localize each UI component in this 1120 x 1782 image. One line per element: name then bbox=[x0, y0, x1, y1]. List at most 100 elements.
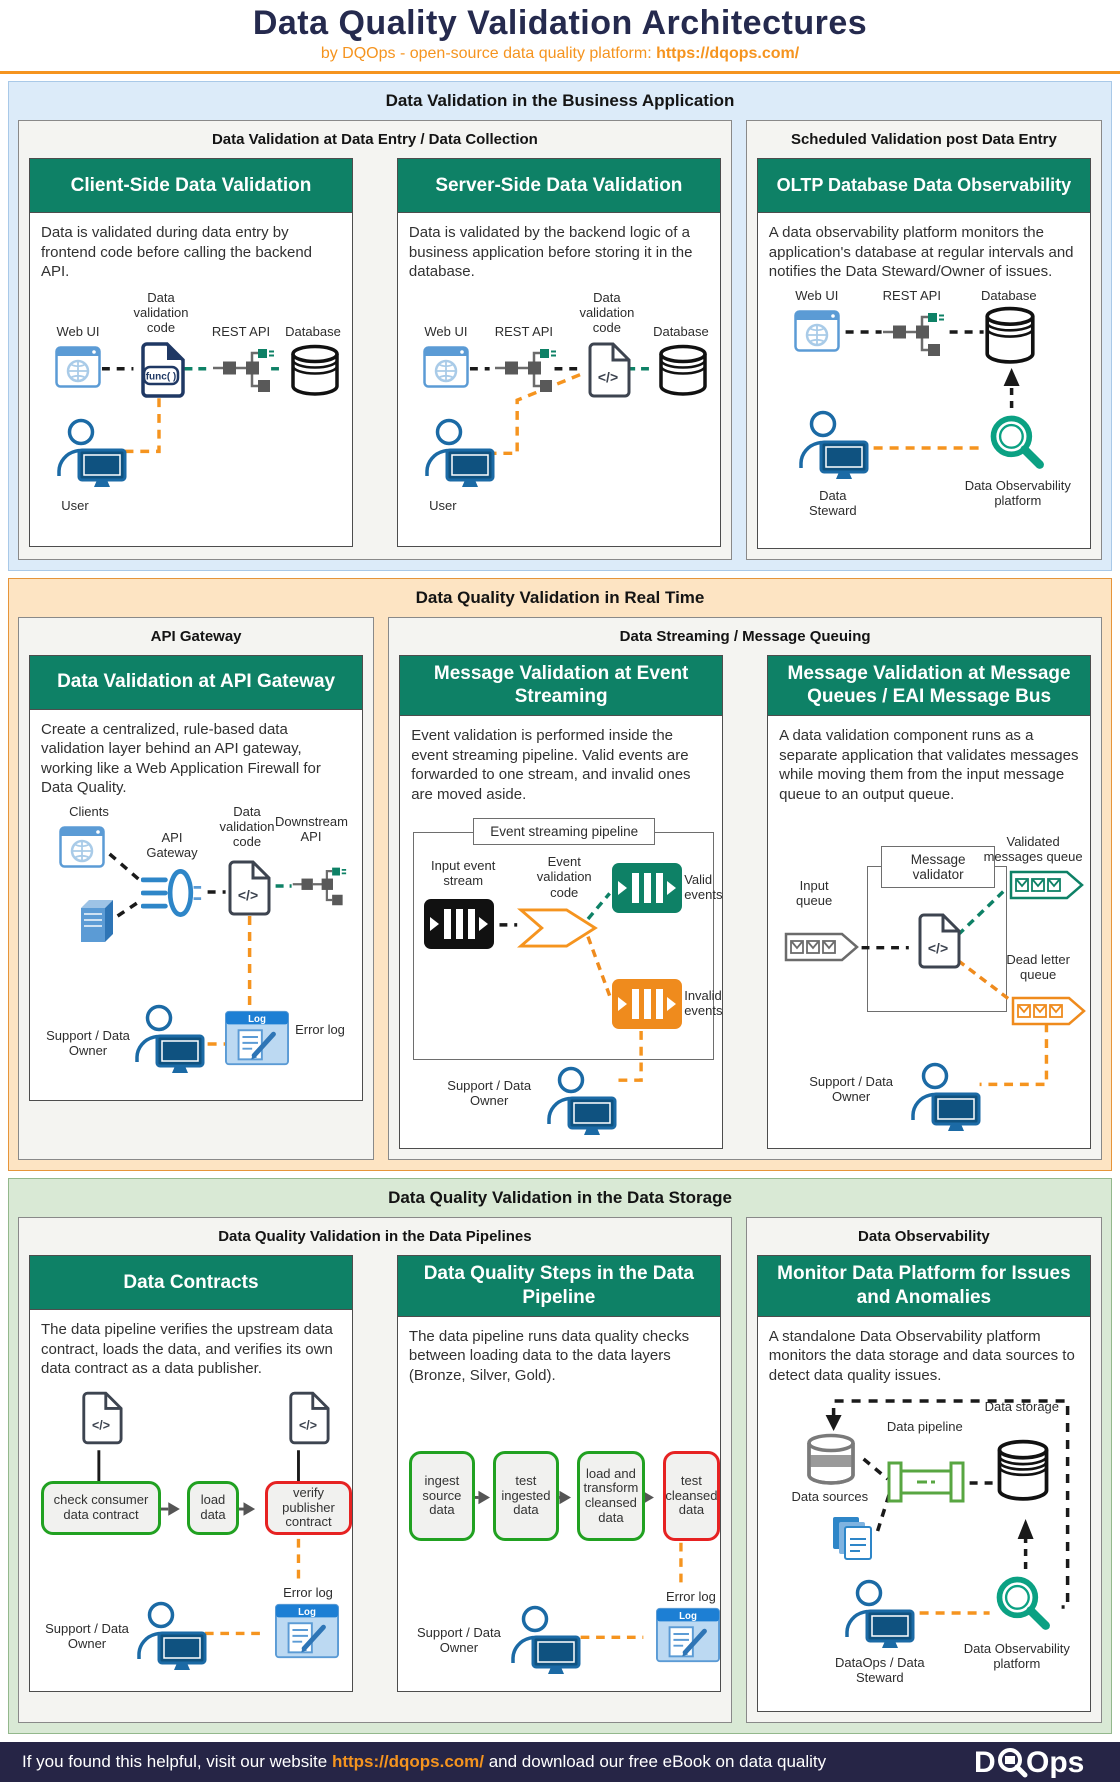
input-stream-icon bbox=[424, 899, 495, 949]
user-label: User bbox=[429, 497, 457, 513]
database-icon bbox=[659, 344, 707, 396]
invalid-events-icon bbox=[612, 979, 683, 1029]
func-code-file-icon: func( ) bbox=[141, 341, 185, 398]
support-owner-label: Support / Data Owner bbox=[809, 1074, 894, 1105]
panel-data-pipelines-title: Data Quality Validation in the Data Pipe… bbox=[218, 1228, 532, 1245]
code-glyph: </> bbox=[299, 1418, 317, 1432]
data-steward-icon bbox=[799, 410, 869, 479]
section-real-time: Data Quality Validation in Real Time API… bbox=[8, 577, 1112, 1171]
step-ingest-source-data: ingest source data bbox=[408, 1451, 475, 1541]
card-monitor-platform-title: Monitor Data Platform for Issues and Ano… bbox=[757, 1256, 1090, 1317]
card-data-contracts-title: Data Contracts bbox=[30, 1256, 352, 1310]
pipeline-icon bbox=[887, 1461, 965, 1503]
database-label: Database bbox=[285, 323, 341, 339]
rest-api-label: REST API bbox=[494, 323, 554, 339]
step-test-ingested-data: test ingested data bbox=[492, 1451, 559, 1541]
data-pipeline-label: Data pipeline bbox=[886, 1419, 963, 1434]
browser-icon bbox=[423, 345, 469, 388]
card-monitor-platform-desc: A standalone Data Observability platform… bbox=[768, 1327, 1075, 1384]
footer-text: If you found this helpful, visit our web… bbox=[22, 1752, 826, 1772]
step-test-cleansed-data: test cleansed data bbox=[662, 1451, 720, 1541]
log-label: Log bbox=[248, 1014, 266, 1025]
card-server-side-desc: Data is validated by the backend logic o… bbox=[408, 224, 693, 280]
input-queue-icon bbox=[784, 932, 860, 962]
code-glyph: </> bbox=[238, 887, 258, 903]
card-monitor-platform: Monitor Data Platform for Issues and Ano… bbox=[756, 1255, 1091, 1712]
valid-events-icon bbox=[612, 863, 683, 913]
support-owner-label: Support / Data Owner bbox=[416, 1625, 501, 1656]
data-steward-label: Data Steward bbox=[808, 487, 857, 518]
client-side-diagram: Web UI Data validation code REST API Dat… bbox=[41, 288, 341, 538]
panel-scheduled-validation: Scheduled Validation post Data Entry OLT… bbox=[745, 120, 1102, 560]
documents-icon bbox=[832, 1517, 872, 1560]
dead-letter-label: Dead letter queue bbox=[1006, 952, 1070, 983]
observability-platform-label: Data Observability platform bbox=[963, 1641, 1070, 1672]
data-sources-label: Data sources bbox=[791, 1489, 869, 1504]
magnifier-icon bbox=[990, 415, 1044, 469]
rest-api-label: REST API bbox=[882, 287, 941, 303]
panel-data-streaming-title: Data Streaming / Message Queuing bbox=[619, 627, 871, 645]
input-queue-label: Input queue bbox=[796, 878, 833, 909]
event-validation-code-label: Event validation code bbox=[536, 854, 592, 900]
database-icon bbox=[291, 344, 339, 396]
downstream-api-label: Downstream API bbox=[275, 813, 348, 844]
user-icon bbox=[137, 1601, 207, 1670]
code-file-icon: </> bbox=[588, 342, 631, 397]
card-message-queues-desc: A data validation component runs as a se… bbox=[779, 727, 1079, 803]
error-log-icon: Log bbox=[225, 1010, 289, 1065]
card-data-contracts-desc: The data pipeline verifies the upstream … bbox=[41, 1321, 333, 1377]
subtitle-prefix: by DQOps - open-source data quality plat… bbox=[320, 45, 657, 62]
section-realtime-title: Data Quality Validation in Real Time bbox=[415, 587, 705, 607]
card-event-streaming-desc: Event validation is performed inside the… bbox=[411, 727, 691, 803]
card-dq-steps: Data Quality Steps in the Data Pipeline … bbox=[396, 1255, 721, 1692]
card-message-queues: Message Validation at Message Queues / E… bbox=[767, 654, 1092, 1149]
user-icon bbox=[911, 1062, 981, 1131]
card-oltp-desc: A data observability platform monitors t… bbox=[768, 224, 1074, 280]
card-oltp-observability: OLTP Database Data Observability A data … bbox=[756, 158, 1091, 549]
validation-code-label: Data validation code bbox=[219, 803, 275, 850]
validation-code-label: Data validation code bbox=[579, 289, 635, 336]
gateway-icon bbox=[141, 868, 202, 917]
message-queues-diagram: Message validator Input queue bbox=[779, 834, 1087, 1140]
data-sources-db-icon bbox=[807, 1433, 855, 1485]
contract-file-icon: </> bbox=[289, 1391, 330, 1445]
data-storage-db-icon bbox=[997, 1439, 1049, 1501]
card-message-queues-title: Message Validation at Message Queues / E… bbox=[768, 655, 1091, 716]
support-owner-label: Support / Data Owner bbox=[45, 1621, 129, 1652]
observability-platform-label: Data Observability platform bbox=[964, 477, 1071, 508]
step-load-transform-cleansed: load and transform cleansed data bbox=[576, 1451, 645, 1541]
footer-link[interactable]: https://dqops.com/ bbox=[331, 1752, 484, 1771]
rest-api-icon bbox=[882, 312, 944, 356]
card-oltp-title: OLTP Database Data Observability bbox=[757, 159, 1090, 213]
dataops-steward-label: DataOps / Data Steward bbox=[834, 1655, 925, 1686]
footer-bar: If you found this helpful, visit our web… bbox=[0, 1742, 1120, 1782]
card-api-gateway-desc: Create a centralized, rule-based data va… bbox=[41, 720, 321, 797]
dqops-logo: D Ops bbox=[974, 1746, 1084, 1778]
card-client-side-desc: Data is validated during data entry by f… bbox=[41, 224, 313, 280]
event-streaming-diagram: Event streaming pipeline Input event str… bbox=[411, 810, 723, 1140]
dead-letter-queue-icon bbox=[1011, 996, 1087, 1026]
dq-steps-diagram: ingest source data test ingested data lo… bbox=[408, 1391, 720, 1683]
log-label: Log bbox=[298, 1607, 316, 1618]
data-storage-label: Data storage bbox=[984, 1399, 1060, 1414]
logo-ops: Ops bbox=[1026, 1746, 1084, 1778]
event-streaming-wires bbox=[499, 892, 644, 1082]
rest-api-icon bbox=[292, 867, 347, 905]
code-glyph: </> bbox=[928, 940, 948, 956]
page-title: Data Quality Validation Architectures bbox=[252, 4, 868, 42]
card-event-streaming-title: Message Validation at Event Streaming bbox=[400, 655, 723, 716]
subtitle-link[interactable]: https://dqops.com/ bbox=[656, 45, 800, 62]
error-log-icon: Log bbox=[655, 1607, 720, 1663]
clients-label: Clients bbox=[69, 803, 109, 819]
oltp-wires bbox=[845, 329, 1020, 450]
card-dq-steps-title: Data Quality Steps in the Data Pipeline bbox=[397, 1256, 720, 1317]
code-file-icon: </> bbox=[228, 860, 271, 915]
card-server-side-title: Server-Side Data Validation bbox=[397, 159, 720, 213]
error-log-label: Error log bbox=[283, 1585, 333, 1600]
page-subtitle: by DQOps - open-source data quality plat… bbox=[0, 45, 1120, 63]
card-api-gateway-title: Data Validation at API Gateway bbox=[30, 655, 363, 710]
browser-icon bbox=[59, 825, 105, 868]
card-client-side-title: Client-Side Data Validation bbox=[30, 159, 352, 213]
panel-api-gateway-title: API Gateway bbox=[150, 627, 242, 645]
func-label: func( ) bbox=[146, 371, 177, 382]
